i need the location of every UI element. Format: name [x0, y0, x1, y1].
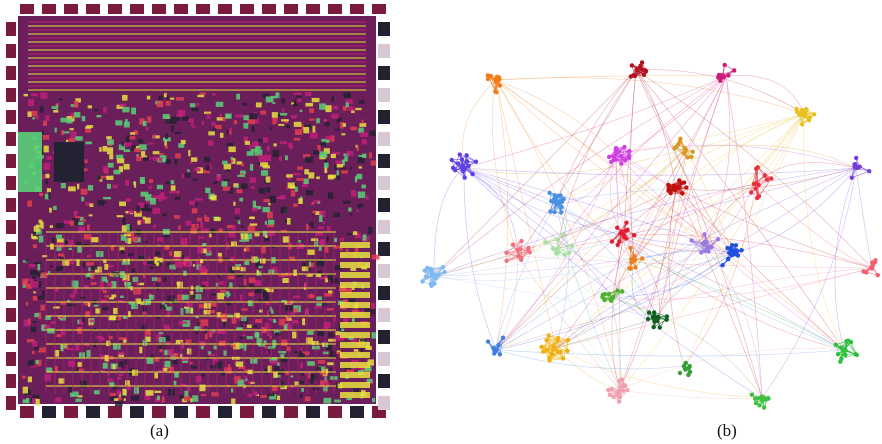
- io-pad-ring: [6, 4, 390, 418]
- upper-logic-block: [28, 21, 366, 91]
- node-cluster: [420, 265, 447, 288]
- node-cluster: [543, 232, 575, 257]
- graph-edges: [433, 69, 873, 399]
- node-cluster: [672, 136, 695, 160]
- cluster-network-graph: [420, 60, 880, 410]
- node-cluster: [666, 178, 689, 196]
- node-cluster: [716, 62, 737, 83]
- node-cluster: [861, 258, 880, 278]
- node-cluster: [606, 144, 632, 166]
- caption-b: (b): [717, 421, 737, 440]
- node-cluster: [606, 377, 630, 404]
- chip-layout-image: [6, 4, 390, 418]
- node-cluster: [627, 245, 645, 271]
- node-cluster: [600, 288, 625, 303]
- dark-macro-block: [54, 142, 84, 182]
- node-cluster: [749, 165, 774, 201]
- left-io-block: [18, 132, 42, 192]
- node-cluster: [833, 338, 859, 364]
- right-driver-block: [340, 242, 370, 398]
- node-cluster: [645, 310, 670, 330]
- node-cluster: [485, 73, 503, 95]
- node-cluster: [749, 392, 771, 410]
- node-cluster: [609, 220, 637, 248]
- node-cluster: [677, 360, 693, 378]
- lower-array-block: [45, 231, 336, 394]
- node-cluster: [849, 155, 872, 180]
- node-cluster: [485, 335, 506, 357]
- node-cluster: [689, 232, 721, 255]
- node-cluster: [539, 333, 571, 363]
- node-cluster: [628, 60, 649, 79]
- node-cluster: [794, 106, 817, 127]
- node-cluster: [504, 238, 532, 263]
- node-cluster: [720, 243, 744, 268]
- node-cluster: [449, 152, 479, 180]
- standard-cells: [22, 92, 380, 407]
- node-cluster: [547, 190, 566, 215]
- caption-a: (a): [150, 421, 169, 440]
